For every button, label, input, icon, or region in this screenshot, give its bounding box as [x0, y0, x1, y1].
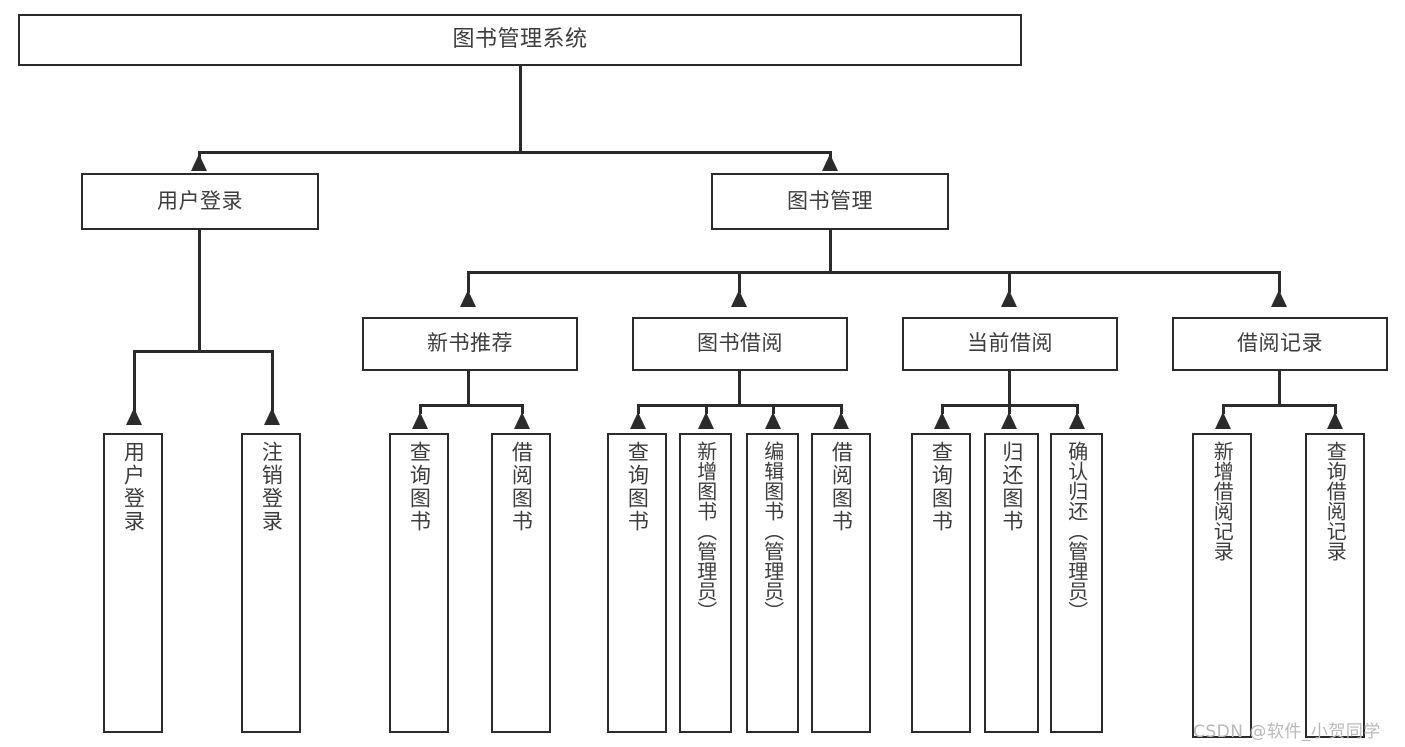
node-user-login[interactable]: 用户登录: [81, 173, 319, 230]
arrow-leaf-borrow-book-2: [833, 412, 849, 429]
node-label: 确认归还（管理员）: [1064, 441, 1089, 621]
arrow-current-borrow: [1001, 290, 1017, 307]
connector-drop-new-book: [467, 271, 470, 293]
connector-book-borrow-stem: [738, 371, 741, 406]
connector-drop-current-borrow: [1008, 271, 1011, 293]
connector-book-borrow-drop-4: [840, 404, 843, 414]
arrow-leaf-query-book-3: [934, 412, 950, 429]
node-leaf-query-book-3[interactable]: 查询图书: [911, 433, 971, 733]
connector-book-management-stem: [829, 230, 832, 273]
node-label: 借阅记录: [1237, 331, 1323, 356]
connector-new-book-drop-2: [521, 404, 524, 414]
node-label: 查询借阅记录: [1323, 441, 1348, 561]
arrow-leaf-return-book: [1001, 412, 1017, 429]
connector-current-borrow-drop-3: [1076, 404, 1079, 414]
arrow-book-borrow: [731, 290, 747, 307]
node-borrow-record[interactable]: 借阅记录: [1172, 317, 1388, 371]
connector-drop-book-borrow: [738, 271, 741, 293]
arrow-leaf-logout-login: [264, 408, 280, 425]
connector-current-borrow-drop-1: [941, 404, 944, 414]
connector-borrow-record-drop-2: [1334, 404, 1337, 414]
node-leaf-confirm-return[interactable]: 确认归还（管理员）: [1050, 433, 1103, 733]
node-leaf-query-book-2[interactable]: 查询图书: [607, 433, 667, 733]
arrow-to-user-login: [191, 154, 207, 171]
arrow-leaf-query-book-2: [630, 412, 646, 429]
node-leaf-query-book-1[interactable]: 查询图书: [389, 433, 449, 733]
connector-borrow-record-bar: [1222, 404, 1336, 407]
connector-borrow-record-drop-1: [1222, 404, 1225, 414]
arrow-leaf-confirm-return: [1069, 412, 1085, 429]
node-leaf-borrow-book-2[interactable]: 借阅图书: [811, 433, 871, 733]
node-label: 查询图书: [929, 441, 954, 533]
arrow-leaf-query-record: [1327, 412, 1343, 429]
arrow-leaf-query-book-1: [412, 412, 428, 429]
node-label: 新书推荐: [427, 331, 513, 356]
node-leaf-query-record[interactable]: 查询借阅记录: [1305, 433, 1365, 738]
node-root-system[interactable]: 图书管理系统: [18, 14, 1022, 66]
connector-current-borrow-drop-2: [1008, 404, 1011, 414]
node-label: 当前借阅: [967, 331, 1053, 356]
node-label: 借阅图书: [829, 441, 854, 533]
node-leaf-add-record[interactable]: 新增借阅记录: [1192, 433, 1252, 738]
connector-borrow-record-stem: [1278, 371, 1281, 406]
node-leaf-add-book[interactable]: 新增图书（管理员）: [679, 433, 732, 733]
node-label: 查询图书: [407, 441, 432, 533]
node-leaf-borrow-book-1[interactable]: 借阅图书: [491, 433, 551, 733]
connector-book-borrow-drop-2: [705, 404, 708, 414]
connector-user-login-bar: [133, 350, 273, 353]
node-book-management[interactable]: 图书管理: [711, 173, 949, 230]
connector-book-borrow-drop-1: [637, 404, 640, 414]
node-label: 图书管理: [787, 188, 873, 213]
arrow-leaf-user-login: [126, 408, 142, 425]
connector-user-login-stem: [198, 230, 201, 352]
node-leaf-return-book[interactable]: 归还图书: [984, 433, 1039, 733]
node-label: 图书借阅: [697, 331, 783, 356]
arrow-new-book-recommend: [460, 290, 476, 307]
node-book-borrow[interactable]: 图书借阅: [632, 317, 848, 371]
node-current-borrow[interactable]: 当前借阅: [902, 317, 1118, 371]
connector-current-borrow-stem: [1008, 371, 1011, 406]
node-label: 用户登录: [121, 441, 146, 533]
connector-user-login-drop-left: [133, 350, 136, 412]
connector-user-login-drop-right: [271, 350, 274, 412]
node-label: 归还图书: [999, 441, 1024, 533]
node-label: 用户登录: [157, 188, 243, 213]
node-label: 查询图书: [625, 441, 650, 533]
node-label: 新增借阅记录: [1210, 441, 1235, 561]
connector-root-stem: [519, 66, 522, 153]
arrow-borrow-record: [1271, 290, 1287, 307]
connector-root-bar: [198, 151, 831, 154]
node-leaf-logout-login[interactable]: 注销登录: [241, 433, 301, 733]
node-new-book-recommend[interactable]: 新书推荐: [362, 317, 578, 371]
node-leaf-edit-book[interactable]: 编辑图书（管理员）: [746, 433, 799, 733]
connector-new-book-stem: [467, 371, 470, 406]
arrow-leaf-add-record: [1215, 412, 1231, 429]
arrow-leaf-borrow-book-1: [514, 412, 530, 429]
node-label: 新增图书（管理员）: [693, 441, 718, 621]
connector-new-book-bar: [419, 404, 524, 407]
watermark-text: CSDN @软件_小贺同学: [1193, 722, 1381, 742]
node-leaf-user-login[interactable]: 用户登录: [103, 433, 163, 733]
node-label: 图书管理系统: [452, 26, 588, 52]
node-label: 编辑图书（管理员）: [760, 441, 785, 621]
connector-new-book-drop-1: [419, 404, 422, 414]
arrow-leaf-edit-book: [765, 412, 781, 429]
connector-book-borrow-bar: [637, 404, 840, 407]
connector-drop-borrow-record: [1278, 271, 1281, 293]
node-label: 借阅图书: [509, 441, 534, 533]
node-label: 注销登录: [259, 441, 284, 533]
arrow-leaf-add-book: [698, 412, 714, 429]
connector-level2-bar: [467, 271, 1281, 274]
arrow-to-book-management: [822, 154, 838, 171]
connector-book-borrow-drop-3: [772, 404, 775, 414]
